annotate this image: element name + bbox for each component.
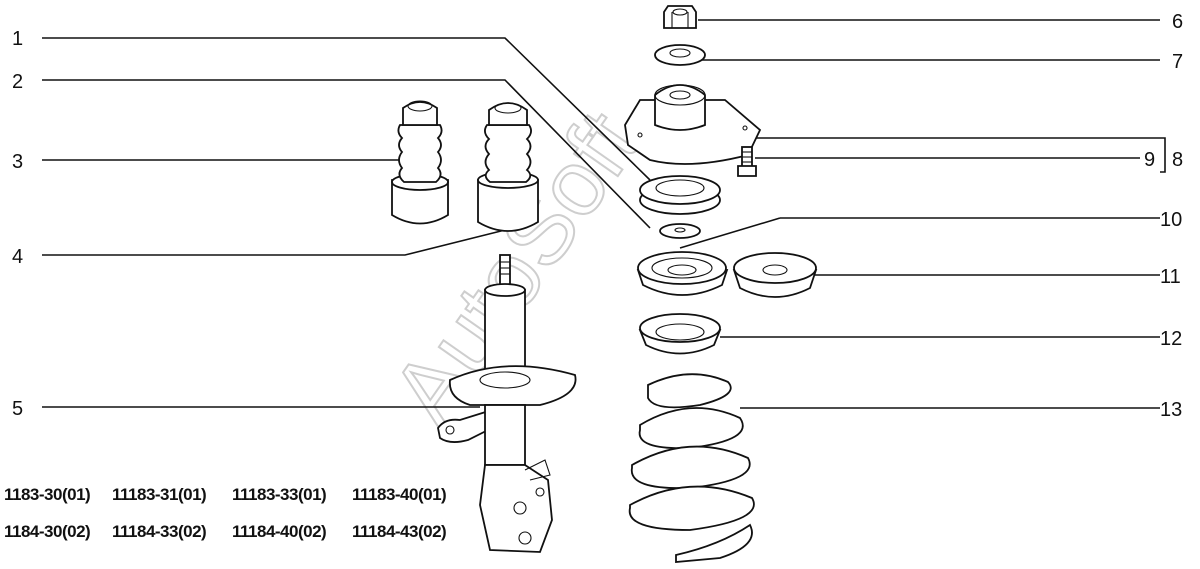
dust-boot-left (391, 100, 449, 225)
callout-3: 3 (12, 151, 23, 173)
leader-4 (42, 229, 506, 256)
nut (663, 5, 697, 29)
spring-insulator (638, 313, 722, 355)
leader-10a (679, 217, 781, 249)
callout-12: 12 (1160, 328, 1182, 350)
upper-strut-support (624, 84, 762, 165)
part-code: 11184-40(02) (232, 522, 326, 541)
part-code: 11183-40(01) (352, 485, 446, 504)
callout-4: 4 (12, 246, 23, 268)
part-code: 11183-31(01) (112, 485, 206, 504)
part-code: 11184-33(02) (112, 522, 206, 541)
callout-7: 7 (1172, 51, 1183, 73)
callout-5: 5 (12, 398, 23, 420)
bolt (737, 146, 757, 177)
callout-9: 9 (1144, 149, 1155, 171)
leader-1 (42, 37, 651, 181)
part-code: 1183-30(01) (4, 485, 90, 504)
coil-spring (628, 373, 755, 563)
bearing (639, 175, 721, 215)
leader-2 (42, 79, 651, 229)
part-code: 1184-30(02) (4, 522, 90, 541)
callout-2: 2 (12, 71, 23, 93)
part-code: 11183-33(01) (232, 485, 326, 504)
callout-10: 10 (1160, 209, 1182, 231)
callout-11: 11 (1160, 266, 1181, 288)
callout-numbers: 1 2 3 4 5 6 7 8 9 10 11 12 13 (12, 11, 1183, 421)
callout-13: 13 (1160, 399, 1182, 421)
callout-8: 8 (1172, 149, 1183, 171)
spring-seat-alternative (732, 252, 818, 298)
shock-absorber-strut (437, 254, 577, 553)
part-code: 11184-43(02) (352, 522, 446, 541)
leader-lines (42, 19, 1166, 409)
spring-seat-upper (636, 251, 729, 296)
part-code-table: 1183-30(01) 11183-31(01) 11183-33(01) 11… (4, 485, 447, 541)
callout-1: 1 (12, 28, 23, 50)
washer (654, 44, 706, 66)
dust-boot-right (477, 102, 539, 232)
small-washer (659, 223, 701, 239)
leader-8 (740, 137, 1166, 173)
callout-6: 6 (1172, 11, 1183, 33)
